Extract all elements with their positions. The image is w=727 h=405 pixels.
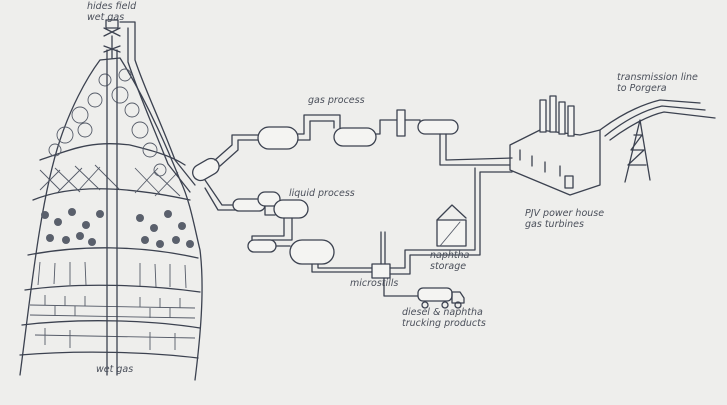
label-gas-process: gas process bbox=[308, 95, 365, 106]
storage-tank-icon bbox=[437, 205, 466, 246]
geology-cross-section bbox=[20, 22, 202, 380]
label-liquid-process: liquid process bbox=[289, 188, 355, 199]
factory-icon bbox=[510, 96, 600, 195]
label-wet-gas-bottom: wet gas bbox=[96, 364, 133, 375]
truck-icon bbox=[418, 288, 464, 308]
transmission-tower-icon bbox=[600, 100, 715, 182]
label-microstills: microstills bbox=[350, 278, 398, 289]
